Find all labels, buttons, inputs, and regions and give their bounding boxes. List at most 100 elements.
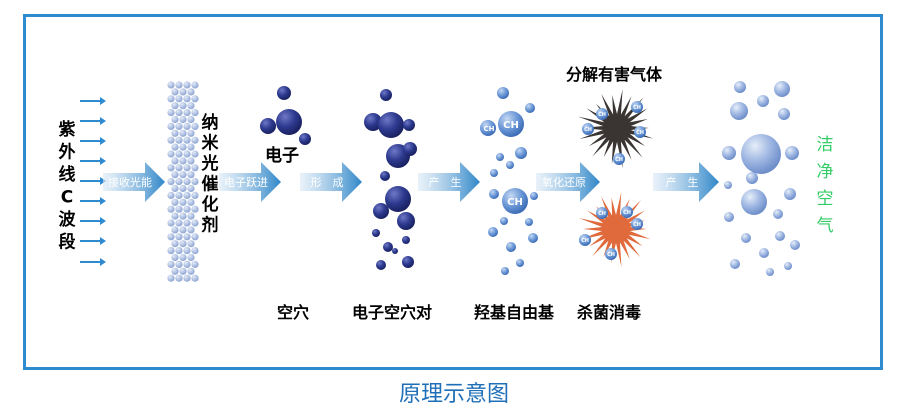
catalyst-dot [183, 191, 191, 199]
ch-label: CH [581, 238, 589, 244]
catalyst-dot [187, 267, 195, 275]
uv-label-char: 波 [59, 209, 77, 230]
hydroxyl-particle [528, 233, 538, 243]
catalyst-dot [175, 205, 183, 213]
ch-label: CH [484, 125, 495, 133]
clean-air-particle [785, 146, 799, 160]
catalyst-dot [183, 219, 191, 227]
hydroxyl-particle [525, 103, 535, 113]
hydroxyl-particle [488, 227, 498, 237]
clean-air-particle [773, 209, 783, 219]
catalyst-dot [167, 274, 175, 282]
catalyst-dot [175, 136, 183, 144]
uv-label-char: 紫 [59, 119, 76, 140]
electron-particle [277, 86, 291, 100]
electron-hole-particle [372, 229, 380, 237]
clean-air-particle [778, 108, 790, 120]
catalyst-dot [171, 198, 179, 206]
uv-ray-arrow [80, 258, 106, 266]
catalyst-dot [187, 129, 195, 137]
catalyst-dot [175, 81, 183, 89]
hydroxyl-particle [496, 153, 504, 161]
uv-ray-arrow [80, 157, 106, 165]
ch-label: CH [598, 112, 606, 118]
process-arrows: 接收光能电子跃进形 成产 生氧化还原产 生 [103, 162, 719, 202]
ch-label: CH [503, 120, 519, 131]
clean-air-label-char: 洁 [817, 135, 834, 155]
ch-particle [631, 101, 643, 113]
catalyst-dot [183, 233, 191, 241]
hydroxyl-particle [497, 87, 509, 99]
catalyst-dot [179, 171, 187, 179]
catalyst-dot [175, 109, 183, 117]
catalyst-dot [183, 122, 191, 130]
catalyst-dot [167, 150, 175, 158]
electron-hole-particle [403, 119, 415, 131]
catalyst-dot [179, 157, 187, 165]
catalyst-dot [187, 253, 195, 262]
catalyst-dot [171, 102, 179, 110]
catalyst-dot [175, 219, 183, 227]
ch-label: CH [607, 252, 615, 258]
catalyst-dot [187, 240, 195, 248]
hydroxyl-particle [530, 192, 538, 200]
clean-air-label-char: 净 [817, 162, 834, 182]
electron-hole-particle [380, 171, 390, 181]
clean-air-particle [757, 95, 769, 107]
catalyst-dot [167, 233, 175, 241]
catalyst-dot [179, 226, 187, 234]
catalyst-label-char: 纳 [202, 112, 219, 133]
catalyst-dot [187, 102, 195, 110]
hydroxyl-particle [515, 147, 527, 159]
catalyst-dot [191, 233, 199, 241]
catalyst-dot [183, 260, 191, 268]
catalyst-dot [191, 95, 199, 103]
catalyst-dot [179, 240, 187, 248]
catalyst-label-char: 光 [201, 153, 219, 174]
clean-air-cluster [722, 81, 800, 276]
uv-ray-arrow [80, 97, 106, 105]
ch-label: CH [623, 210, 631, 216]
catalyst-dot [167, 260, 175, 268]
catalyst-dot [191, 260, 199, 268]
catalyst-dot [167, 122, 175, 130]
clean-air-particle [766, 268, 774, 276]
clean-air-particle [741, 134, 781, 174]
catalyst-label-char: 米 [202, 133, 220, 154]
catalyst-dot [191, 178, 199, 186]
catalyst-dot [179, 143, 187, 151]
clean-air-particle [741, 233, 751, 243]
bottom-label: 杀菌消毒 [577, 303, 641, 322]
process-arrow: 氧化还原 [536, 162, 600, 202]
clean-air-particle [759, 248, 769, 258]
catalyst-grid [167, 81, 199, 282]
catalyst-dot [179, 267, 187, 275]
uv-ray-arrow [80, 177, 106, 185]
clean-air-particle [730, 102, 748, 120]
clean-air-particle [724, 181, 732, 189]
catalyst-dot [167, 136, 175, 144]
ch-label: CH [633, 222, 641, 228]
catalyst-dot [179, 184, 187, 193]
catalyst-dot [167, 219, 175, 227]
uv-ray-arrow [80, 217, 106, 225]
catalyst-dot [167, 178, 175, 186]
process-arrow-label: 形 成 [311, 176, 344, 189]
electron-hole-cluster [364, 89, 417, 270]
ch-particle [579, 234, 591, 246]
clean-air-particle [722, 146, 736, 160]
catalyst-dot [191, 109, 199, 117]
catalyst-dot [183, 136, 191, 144]
catalyst-dot [171, 171, 179, 179]
catalyst-dot [187, 143, 195, 151]
catalyst-dot [167, 247, 175, 255]
catalyst-dot [191, 81, 199, 89]
catalyst-dot [175, 95, 183, 103]
clean-air-label-char: 气 [817, 216, 834, 236]
process-arrow-label: 产 生 [666, 175, 699, 189]
